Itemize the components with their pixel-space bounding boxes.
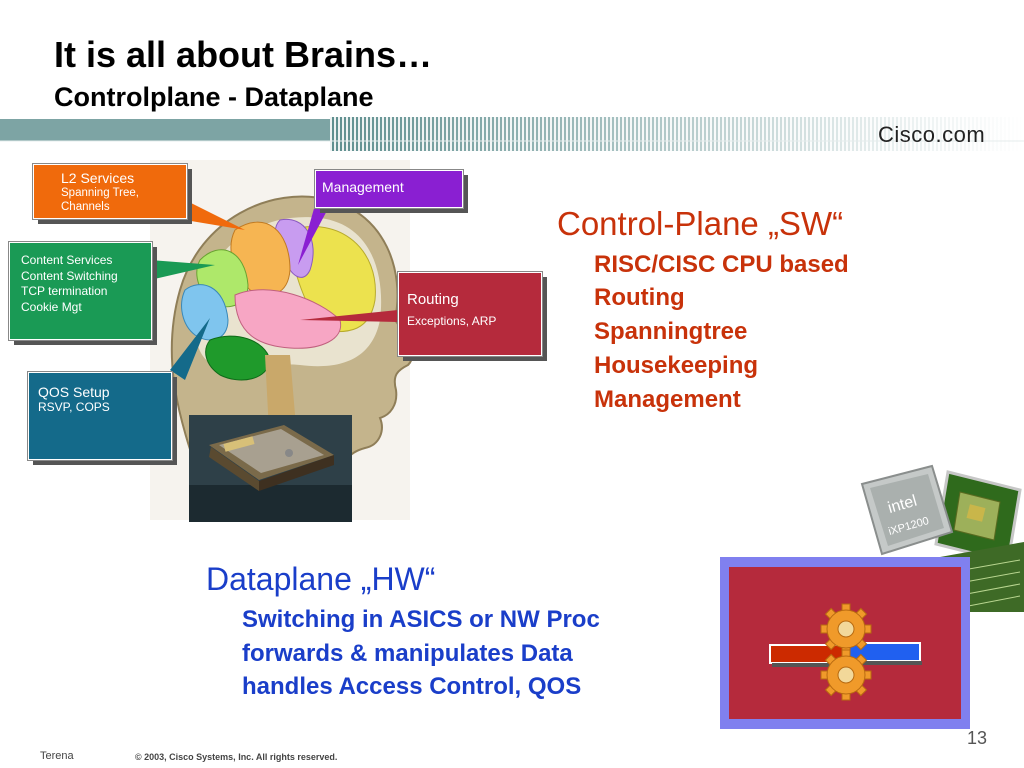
control-plane-item: Management <box>594 386 741 413</box>
gear-icon <box>820 603 872 655</box>
content-services-line-1: Content Services <box>21 253 113 267</box>
control-plane-heading: Control-Plane „SW“ <box>557 205 844 242</box>
content-services-callout: Content Services Content Switching TCP t… <box>8 241 153 341</box>
footer-event-label: Terena <box>40 750 74 762</box>
content-services-line-2: Content Switching <box>21 268 118 283</box>
cpu-chip-photo <box>189 415 352 522</box>
content-services-line-4: Cookie Mgt <box>21 299 82 314</box>
routing-heading: Routing <box>407 291 459 308</box>
header-stripe-bar <box>0 117 1024 151</box>
l2-services-line-1: Spanning Tree, <box>61 187 140 199</box>
qos-setup-sub: RSVP, COPS <box>38 400 110 414</box>
management-callout: Management <box>314 169 464 209</box>
management-heading: Management <box>322 179 404 195</box>
data-plane-item: Switching in ASICS or NW Proc <box>242 606 600 633</box>
control-plane-item: RISC/CISC CPU based <box>594 251 849 278</box>
l2-services-line-2: Channels <box>61 201 110 213</box>
l2-services-callout: L2 Services Spanning Tree, Channels <box>32 163 188 220</box>
data-plane-item: handles Access Control, QOS <box>242 673 582 700</box>
l2-services-heading: L2 Services <box>61 170 135 186</box>
routing-callout: Routing Exceptions, ARP <box>397 271 543 357</box>
qos-setup-callout: QOS Setup RSVP, COPS <box>27 371 173 461</box>
data-plane-heading: Dataplane „HW“ <box>206 561 436 597</box>
routing-sub: Exceptions, ARP <box>407 314 497 328</box>
control-plane-item: Spanningtree <box>594 318 748 345</box>
page-number: 13 <box>967 728 988 748</box>
gears-diagram <box>720 557 970 729</box>
control-plane-item: Routing <box>594 284 685 311</box>
callout-pointers <box>150 200 398 380</box>
data-plane-item: forwards & manipulates Data <box>242 640 573 667</box>
gear-icon <box>820 649 872 701</box>
footer-copyright: © 2003, Cisco Systems, Inc. All rights r… <box>135 752 338 762</box>
cisco-logo: Cisco.com <box>878 122 986 147</box>
qos-setup-heading: QOS Setup <box>38 384 110 400</box>
slide-subtitle: Controlplane - Dataplane <box>54 82 374 112</box>
slide-title: It is all about Brains… <box>54 34 433 75</box>
content-services-line-3: TCP termination <box>21 284 108 298</box>
control-plane-item: Housekeeping <box>594 352 759 379</box>
